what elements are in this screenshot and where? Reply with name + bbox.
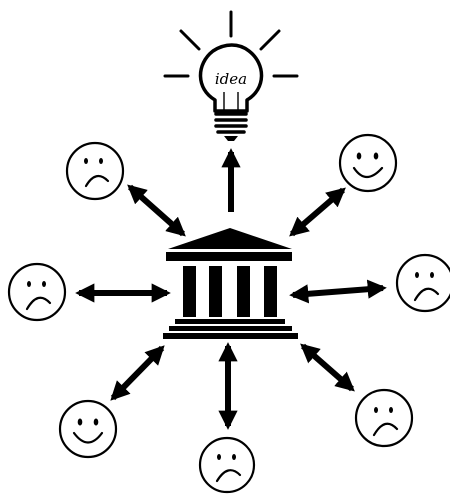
bulb-tip xyxy=(224,136,238,141)
arrow-top-left xyxy=(127,184,186,237)
arrow-bottom-left xyxy=(110,345,165,401)
arrow-right xyxy=(289,279,387,304)
happy-face-icon xyxy=(58,399,118,459)
arrow-bottom-right xyxy=(300,343,355,392)
arrow-top-right xyxy=(289,187,346,237)
building-step xyxy=(175,319,285,324)
happy-face-icon xyxy=(338,133,398,193)
bulb-base xyxy=(214,112,248,134)
building-step xyxy=(163,333,298,339)
idea-label: idea xyxy=(215,70,247,88)
building-pediment xyxy=(168,228,292,249)
sad-face-icon xyxy=(7,262,67,322)
building-column xyxy=(237,266,250,317)
building-step xyxy=(169,326,292,331)
bulb-filament xyxy=(223,92,239,111)
sad-face-icon xyxy=(395,253,450,313)
sad-face-icon xyxy=(65,141,125,201)
building-column xyxy=(209,266,222,317)
building-entablature xyxy=(166,252,292,261)
sad-face-icon xyxy=(198,436,256,494)
sad-face-icon xyxy=(354,388,414,448)
building-column xyxy=(264,266,277,317)
lightbulb-icon: idea xyxy=(163,10,299,141)
bulb-glass xyxy=(198,43,264,113)
institution-building-icon xyxy=(163,228,298,339)
building-column xyxy=(183,266,196,317)
light-rays xyxy=(163,10,299,78)
